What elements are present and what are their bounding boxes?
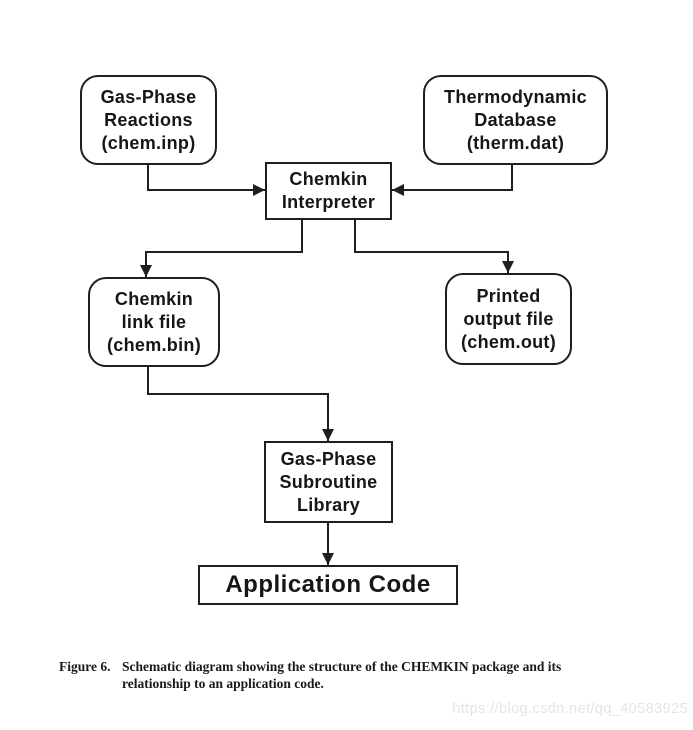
node-thermodynamic-database: Thermodynamic Database (therm.dat) xyxy=(423,75,608,165)
node-chemkin-interpreter: Chemkin Interpreter xyxy=(265,162,392,220)
edge-linkfile-to-library xyxy=(147,367,334,441)
edge-reactions-to-interpreter xyxy=(147,165,265,196)
node-application-code: Application Code xyxy=(198,565,458,605)
node-gas-phase-subroutine-library: Gas-Phase Subroutine Library xyxy=(264,441,393,523)
node-printed-output-file: Printed output file (chem.out) xyxy=(445,273,572,365)
csdn-watermark: https://blog.csdn.net/qq_40583925 xyxy=(452,701,688,717)
figure-number-label: Figure 6. xyxy=(59,659,111,674)
edge-interpreter-to-linkfile xyxy=(140,220,303,277)
edge-database-to-interpreter xyxy=(392,165,513,196)
figure-caption-text: Schematic diagram showing the structure … xyxy=(122,659,562,691)
node-chemkin-link-file: Chemkin link file (chem.bin) xyxy=(88,277,220,367)
edge-interpreter-to-output xyxy=(354,220,514,273)
node-gas-phase-reactions: Gas-Phase Reactions (chem.inp) xyxy=(80,75,217,165)
